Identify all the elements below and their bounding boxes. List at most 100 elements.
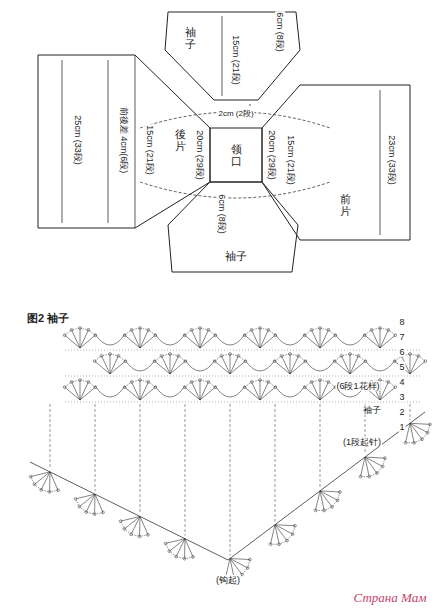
stitch-stroke xyxy=(410,361,425,374)
row-number: 5 xyxy=(398,362,405,372)
stitch-stroke xyxy=(200,380,201,400)
stitch-stroke xyxy=(360,457,365,476)
dimension-label: 15cm (21段) xyxy=(145,124,155,176)
stitch-stroke xyxy=(140,330,148,348)
stitch-stroke xyxy=(260,330,268,348)
stitch-stroke xyxy=(155,361,170,374)
stitch-stroke xyxy=(162,356,170,374)
stitch-stroke xyxy=(260,380,261,400)
stitch-stroke xyxy=(102,356,110,374)
stitch-stroke xyxy=(72,330,80,348)
stitch-stroke xyxy=(335,334,365,345)
stitch-stroke xyxy=(305,335,320,348)
garment-piece: 领口 xyxy=(210,128,262,182)
stitch-stroke xyxy=(320,380,321,400)
row-number: 1 xyxy=(398,422,405,432)
stitch-stroke xyxy=(74,497,77,500)
stitch-stroke xyxy=(170,354,171,374)
stitch-stroke xyxy=(245,328,276,335)
dimension-line xyxy=(108,60,109,223)
stitch-stroke xyxy=(29,475,32,478)
stitch-stroke xyxy=(215,386,245,397)
stitch-stroke xyxy=(365,335,380,348)
stitch-stroke xyxy=(184,539,185,559)
piece-name: 後片 xyxy=(175,128,186,152)
stitch-stroke xyxy=(350,361,365,374)
stitch-stroke xyxy=(410,356,418,374)
stitch-stroke xyxy=(410,423,414,443)
stitch-stroke xyxy=(110,356,118,374)
dimension-label: 25cm (33段) xyxy=(73,114,83,166)
stitch-stroke xyxy=(230,356,238,374)
stitch-stroke xyxy=(245,387,260,400)
stitch-stroke xyxy=(192,330,200,348)
stitch-stroke xyxy=(245,380,276,387)
stitch-stroke xyxy=(290,354,291,374)
stitch-stroke xyxy=(121,516,140,521)
stitch-stroke xyxy=(410,404,411,420)
stitch-stroke xyxy=(49,472,50,492)
stitch-stroke xyxy=(305,360,335,371)
stitch-stroke xyxy=(282,356,290,374)
stitch-stroke xyxy=(185,328,216,335)
stitch-stroke xyxy=(361,458,386,476)
stitch-stroke xyxy=(320,387,335,400)
stitch-stroke xyxy=(140,516,148,534)
stitch-stroke xyxy=(140,380,141,400)
dimension-line xyxy=(250,104,251,106)
dimension-label: 20cm (29段) xyxy=(195,129,205,181)
dimension-label: 23cm (33段) xyxy=(387,134,397,186)
stitch-stroke xyxy=(365,360,395,371)
stitch-stroke xyxy=(80,328,81,348)
row-number: 7 xyxy=(398,332,405,342)
stitch-stroke xyxy=(94,494,95,514)
stitch-stroke xyxy=(230,404,231,555)
chart-heading: 图2 袖子 xyxy=(26,312,70,325)
stitch-stroke xyxy=(132,382,140,400)
stitch-stroke xyxy=(312,382,320,400)
stitch-stroke xyxy=(76,499,103,514)
stitch-stroke xyxy=(215,334,245,345)
neck-curve xyxy=(140,182,330,198)
piece-name: 前片 xyxy=(340,193,351,217)
stitch-stroke xyxy=(41,472,50,490)
piece-name: 袖子 xyxy=(225,249,247,264)
stitch-stroke xyxy=(252,382,260,400)
stitch-stroke xyxy=(131,516,140,534)
stitch-stroke xyxy=(132,330,140,348)
dimension-label: (钩起) xyxy=(215,575,241,585)
stitch-stroke xyxy=(155,386,185,397)
stitch-stroke xyxy=(155,334,185,345)
stitch-stroke xyxy=(65,387,80,400)
dimension-label: 20cm (29段) xyxy=(267,129,277,181)
stitch-stroke xyxy=(80,380,81,400)
dimension-label: 15cm (21段) xyxy=(286,134,296,186)
stitch-stroke xyxy=(95,494,103,512)
stitch-stroke xyxy=(125,380,156,387)
stitch-stroke xyxy=(121,521,148,536)
stitch-stroke xyxy=(410,423,428,432)
dimension-label: (6段1花样) xyxy=(335,381,380,391)
row-number: 2 xyxy=(398,407,405,417)
stitch-stroke xyxy=(185,404,186,536)
stitch-stroke xyxy=(50,404,51,469)
dimension-label: (1段起针) xyxy=(342,437,382,447)
stitch-stroke xyxy=(290,356,298,374)
stitch-stroke xyxy=(275,334,305,345)
stitch-stroke xyxy=(95,361,110,374)
stitch-stroke xyxy=(166,543,193,558)
dimension-label: 袖子 xyxy=(362,405,382,415)
dimension-line xyxy=(380,90,381,235)
stitch-stroke xyxy=(170,361,185,374)
dimension-label: 2cm (2段) xyxy=(217,109,254,118)
stitch-stroke xyxy=(290,361,305,374)
stitch-stroke xyxy=(110,361,125,374)
stitch-stroke xyxy=(342,356,350,374)
stitch-stroke xyxy=(86,494,95,512)
stitch-stroke xyxy=(155,354,186,361)
row-number: 6 xyxy=(398,347,405,357)
stitch-stroke xyxy=(65,350,420,351)
stitch-stroke xyxy=(80,335,95,348)
stitch-stroke xyxy=(200,328,201,348)
